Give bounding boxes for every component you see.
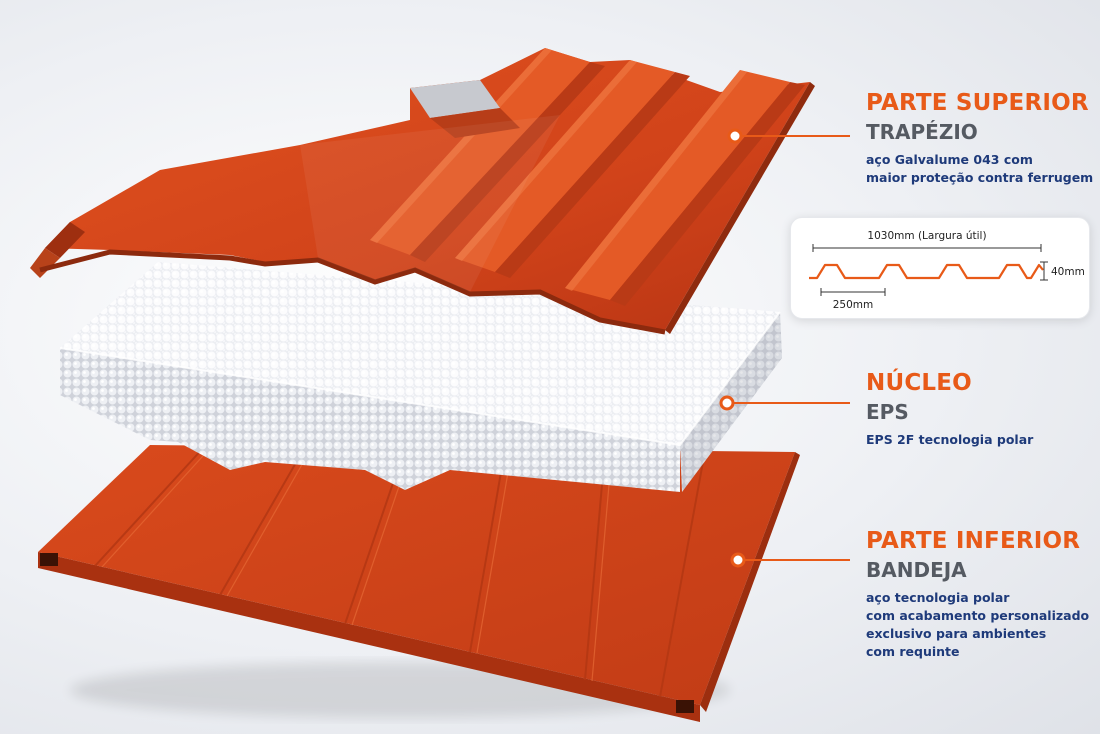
height-dimension-label: 40mm <box>1051 266 1085 278</box>
pitch-dimension-label: 250mm <box>833 299 874 311</box>
section-core-subheading: EPS <box>866 400 909 424</box>
section-bottom-desc-line: com requinte <box>866 644 960 659</box>
trapezoid-profile-line <box>809 263 1044 280</box>
profile-spec-card: 1030mm (Largura útil) 40mm 250mm <box>790 217 1090 319</box>
section-bottom-desc-line: com acabamento personalizado <box>866 608 1090 623</box>
callout-top <box>727 128 850 144</box>
section-top: PARTE SUPERIOR TRAPÉZIO aço Galvalume 04… <box>866 90 1093 187</box>
section-top-heading: PARTE SUPERIOR <box>866 90 1089 116</box>
section-bottom-desc-line: aço tecnologia polar <box>866 590 1010 605</box>
section-bottom-desc-line: exclusivo para ambientes <box>866 626 1047 641</box>
section-top-desc-line: maior proteção contra ferrugem <box>866 170 1094 185</box>
section-core-heading: NÚCLEO <box>866 370 972 396</box>
section-top-desc-line: aço Galvalume 043 com <box>866 152 1033 167</box>
top-trapezoid-sheet <box>30 48 815 335</box>
section-top-subheading: TRAPÉZIO <box>866 120 978 144</box>
width-dimension-label: 1030mm (Largura útil) <box>867 230 986 242</box>
section-core: NÚCLEO EPS EPS 2F tecnologia polar <box>866 370 1033 449</box>
section-core-desc-line: EPS 2F tecnologia polar <box>866 432 1034 447</box>
section-bottom-heading: PARTE INFERIOR <box>866 528 1081 554</box>
section-bottom-subheading: BANDEJA <box>866 558 967 582</box>
section-bottom: PARTE INFERIOR BANDEJA aço tecnologia po… <box>866 528 1089 661</box>
callout-bottom <box>730 552 850 568</box>
profile-spec-drawing: 1030mm (Largura útil) 40mm 250mm <box>809 230 1085 311</box>
bottom-tray-panel <box>38 445 800 722</box>
callout-core <box>719 395 850 411</box>
